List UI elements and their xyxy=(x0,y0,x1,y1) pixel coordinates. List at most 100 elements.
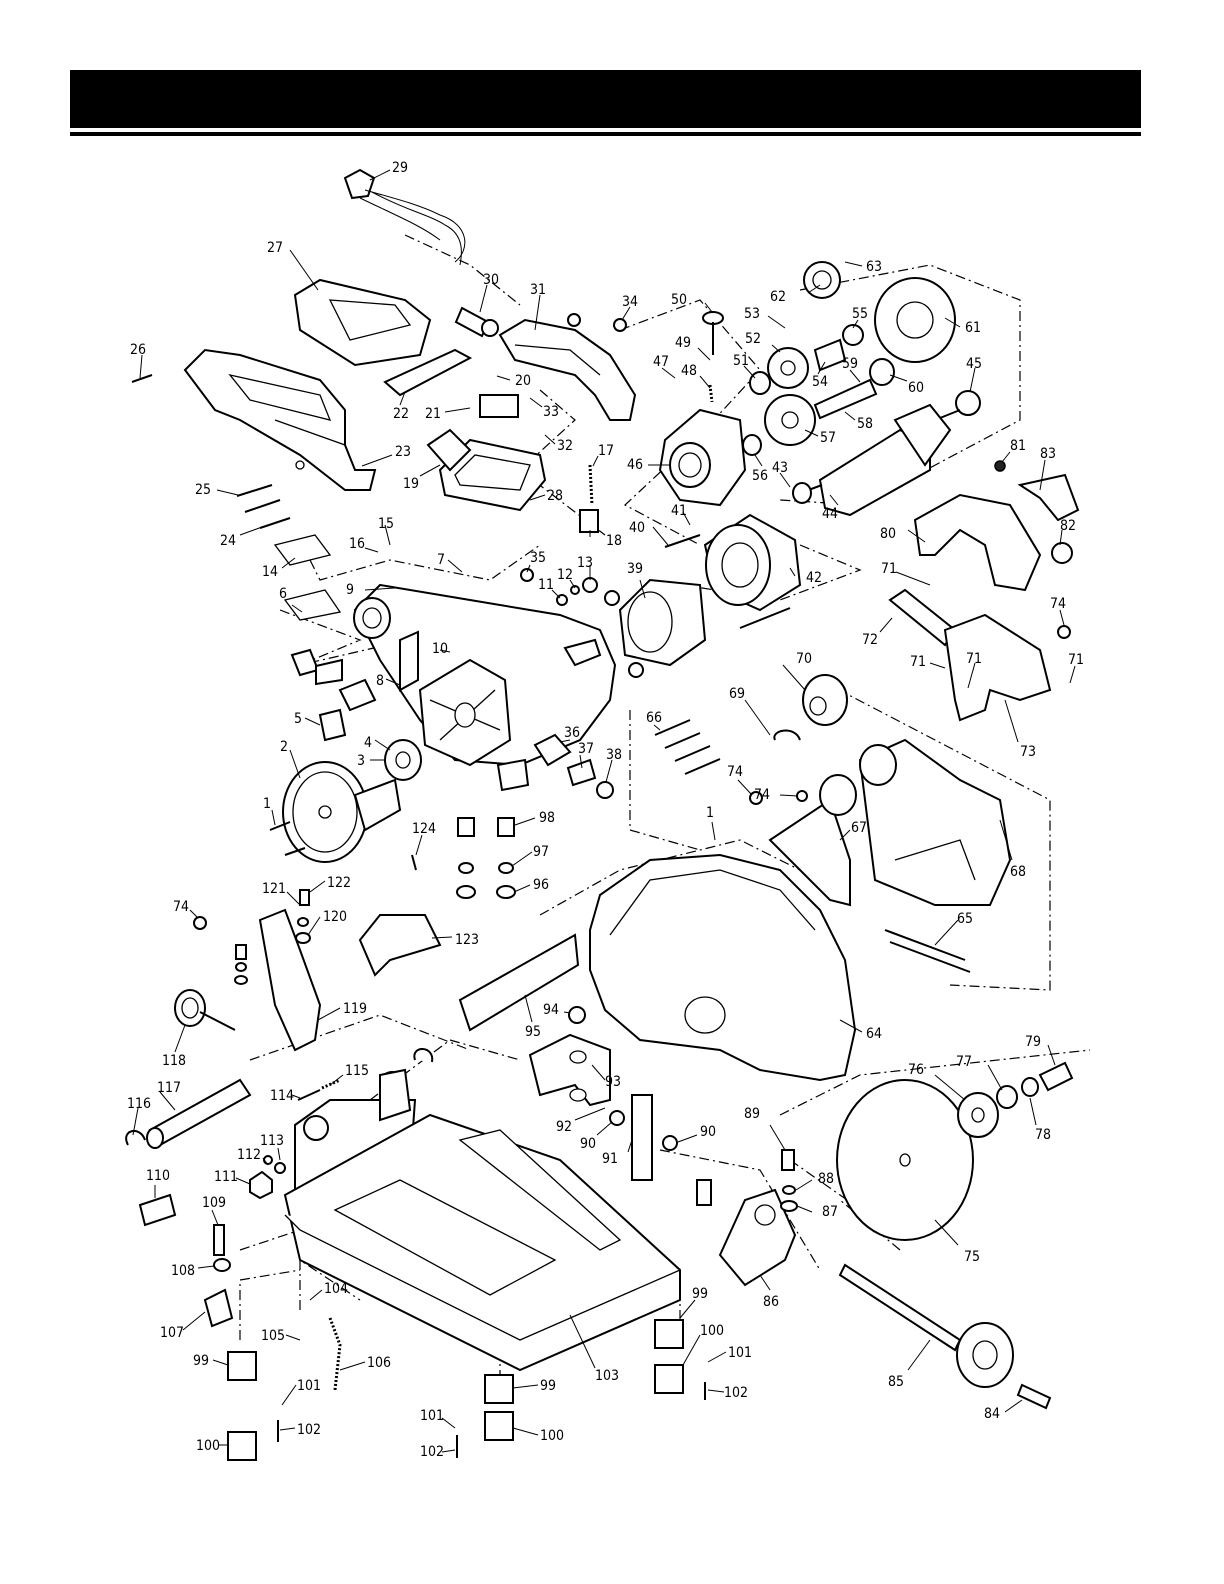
callout-74: 74 xyxy=(1050,596,1066,612)
callout-104: 104 xyxy=(324,1281,348,1297)
callout-51: 51 xyxy=(733,353,749,369)
part-36-brush-holder xyxy=(533,733,572,767)
part-75-cutoff-wheel xyxy=(836,1079,974,1241)
part-59-shaft xyxy=(813,378,878,420)
part-55-bearing xyxy=(842,324,864,346)
callout-1: 1 xyxy=(263,796,271,812)
callout-92: 92 xyxy=(556,1119,572,1135)
part-46-gear-housing xyxy=(658,408,747,507)
callout-34: 34 xyxy=(622,294,638,310)
callout-39: 39 xyxy=(627,561,643,577)
callout-119: 119 xyxy=(343,1001,367,1017)
part-74-nut-d xyxy=(796,790,808,802)
part-100-foot-a xyxy=(227,1431,257,1461)
part-100-foot-c xyxy=(484,1411,514,1441)
callout-48: 48 xyxy=(681,363,697,379)
callout-107: 107 xyxy=(160,1325,184,1341)
part-10-bracket xyxy=(399,630,419,692)
part-39-field-coil xyxy=(604,578,707,678)
callout-97: 97 xyxy=(533,844,549,860)
callout-91: 91 xyxy=(602,1151,618,1167)
callout-73: 73 xyxy=(1020,744,1036,760)
callout-90-b: 90 xyxy=(700,1124,716,1140)
part-2-motor-cover xyxy=(282,761,402,863)
callout-26: 26 xyxy=(130,342,146,358)
callout-61: 61 xyxy=(965,320,981,336)
part-80-upper-guard xyxy=(913,493,1042,592)
callout-53: 53 xyxy=(744,306,760,322)
callout-45: 45 xyxy=(966,356,982,372)
callout-71-c: 71 xyxy=(966,651,982,667)
callout-62: 62 xyxy=(770,289,786,305)
part-45-bearing xyxy=(955,390,981,416)
callout-78: 78 xyxy=(1035,1127,1051,1143)
part-35-nut xyxy=(520,568,534,582)
part-98-bolt-a xyxy=(457,817,475,837)
header-rule xyxy=(70,132,1141,136)
callout-84: 84 xyxy=(984,1406,1000,1422)
callout-3: 3 xyxy=(357,753,365,769)
callout-54: 54 xyxy=(812,374,828,390)
callout-30: 30 xyxy=(483,272,499,288)
callout-101: 101 xyxy=(728,1345,752,1361)
callout-29: 29 xyxy=(392,160,408,176)
part-78-washer xyxy=(1021,1077,1039,1097)
callout-21: 21 xyxy=(425,406,441,422)
callout-79: 79 xyxy=(1025,1034,1041,1050)
callout-106: 106 xyxy=(367,1355,391,1371)
callout-65: 65 xyxy=(957,911,973,927)
callout-75: 75 xyxy=(964,1249,980,1265)
callout-83: 83 xyxy=(1040,446,1056,462)
callout-112: 112 xyxy=(237,1147,261,1163)
callout-40: 40 xyxy=(629,520,645,536)
callout-17: 17 xyxy=(598,443,614,459)
callout-100-c: 100 xyxy=(540,1428,564,1444)
callout-46: 46 xyxy=(627,457,643,473)
callout-115: 115 xyxy=(345,1063,369,1079)
part-99-foot-a xyxy=(227,1351,257,1381)
callout-71: 71 xyxy=(881,561,897,577)
part-118-spring xyxy=(174,989,236,1031)
part-29-power-cord xyxy=(343,168,466,266)
callout-12: 12 xyxy=(557,567,573,583)
callout-114: 114 xyxy=(270,1088,294,1104)
callout-116: 116 xyxy=(127,1096,151,1112)
callout-87: 87 xyxy=(822,1204,838,1220)
part-74-nut-b xyxy=(1057,625,1071,639)
part-43-bearing xyxy=(792,482,812,504)
callout-113: 113 xyxy=(260,1133,284,1149)
callout-20: 20 xyxy=(515,373,531,389)
callout-88: 88 xyxy=(818,1171,834,1187)
part-107-clamp xyxy=(203,1288,234,1328)
part-103-base xyxy=(283,1113,681,1372)
callout-102-b: 102 xyxy=(297,1422,321,1438)
part-70-pivot-bushing xyxy=(802,674,848,726)
part-83-cover xyxy=(1017,473,1080,522)
callout-99-b: 99 xyxy=(193,1353,209,1369)
callout-74-c: 74 xyxy=(754,787,770,803)
part-85-lead-screw xyxy=(838,1263,1014,1388)
callout-41: 41 xyxy=(671,503,687,519)
callout-2: 2 xyxy=(280,739,288,755)
callout-81: 81 xyxy=(1010,438,1026,454)
callout-8: 8 xyxy=(376,673,384,689)
callout-101-b: 101 xyxy=(297,1378,321,1394)
callout-33: 33 xyxy=(543,404,559,420)
part-60-bearing xyxy=(869,358,895,386)
callout-4: 4 xyxy=(364,735,372,751)
part-9-motor-housing xyxy=(353,583,617,767)
part-94-washer xyxy=(568,1006,586,1024)
callout-102-c: 102 xyxy=(420,1444,444,1460)
callout-74-b: 74 xyxy=(727,764,743,780)
part-90-washer-b xyxy=(662,1135,678,1151)
callout-7: 7 xyxy=(437,552,445,568)
callout-43: 43 xyxy=(772,460,788,476)
callout-11: 11 xyxy=(538,577,554,593)
callout-85: 85 xyxy=(888,1374,904,1390)
callout-74-d: 74 xyxy=(173,899,189,915)
part-123-chip-guard xyxy=(358,914,442,977)
callout-105: 105 xyxy=(261,1328,285,1344)
callout-55: 55 xyxy=(852,306,868,322)
callout-59: 59 xyxy=(842,356,858,372)
